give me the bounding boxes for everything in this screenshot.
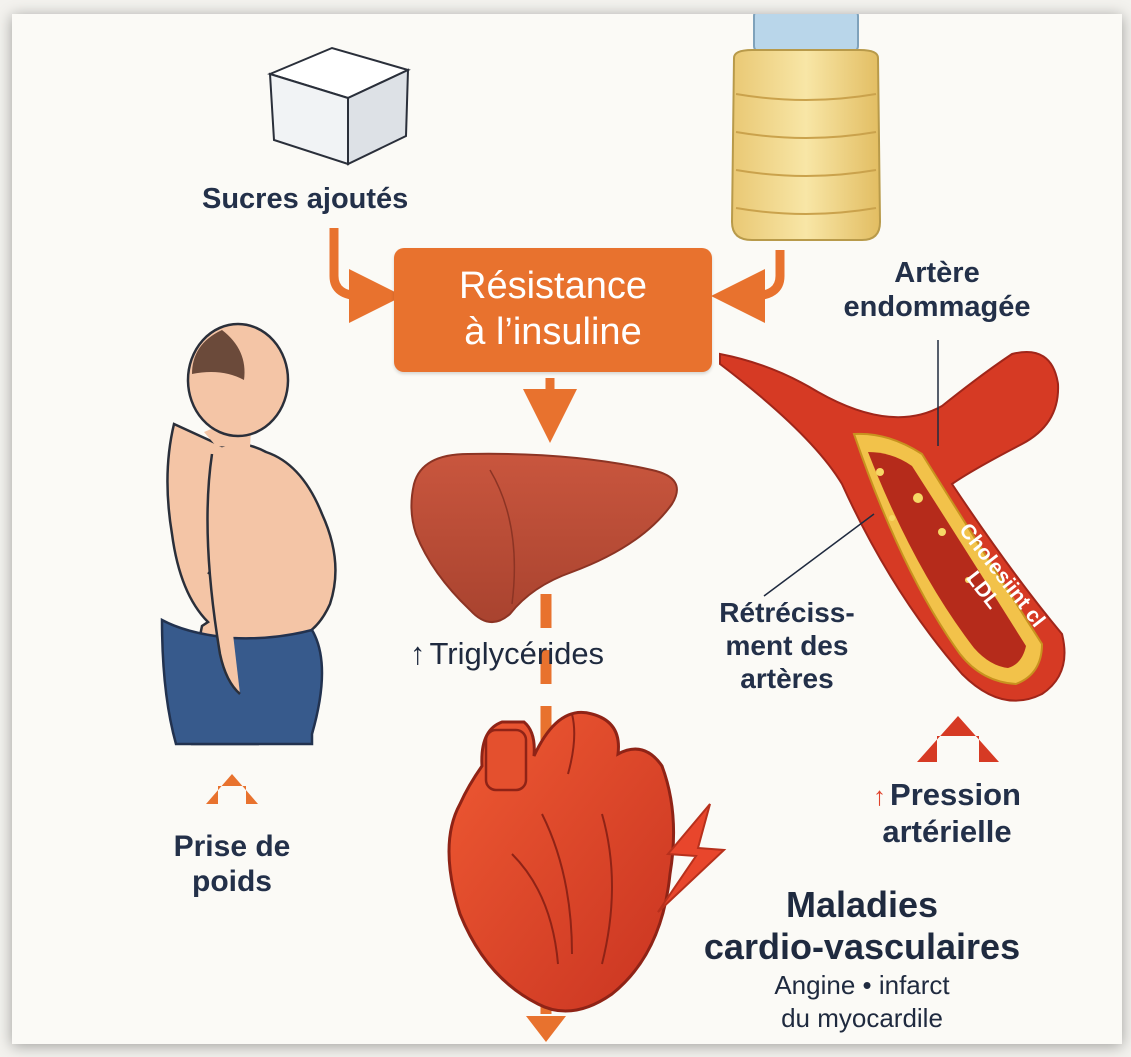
triglycerides-text: Triglycérides: [430, 636, 605, 671]
weight-line-1: Prise de: [132, 829, 332, 864]
pressure-line-1: Pression: [890, 777, 1021, 812]
heart-icon: [449, 712, 674, 1011]
cvd-title-line-2: cardio-vasculaires: [652, 926, 1072, 968]
leader-narrowing-label: [764, 514, 874, 596]
oil-bottle-icon: [732, 14, 880, 240]
narrowing-line-2: ment des: [692, 629, 882, 662]
sugar-label: Sucres ajoutés: [202, 182, 502, 216]
triglycerides-arrow: ↑: [410, 636, 426, 671]
weight-arrow-icon: [206, 774, 258, 804]
insulin-line-1: Résistance: [459, 264, 647, 310]
artery-title-line-1: Artère: [822, 256, 1052, 290]
arrow-to-bottom: [526, 1016, 566, 1042]
pressure-up-arrow: ↑: [873, 781, 886, 811]
pressure-label: ↑Pression artérielle: [832, 777, 1062, 850]
cvd-subtitle: Angine • infarct du myocardile: [702, 969, 1022, 1034]
artery-title-line-2: endommagée: [822, 290, 1052, 324]
arrow-oil-to-insulin: [738, 250, 780, 296]
weight-gain-label: Prise de poids: [132, 829, 332, 900]
cvd-title-line-1: Maladies: [652, 884, 1072, 926]
cvd-title: Maladies cardio-vasculaires: [652, 884, 1072, 969]
artery-title: Artère endommagée: [822, 256, 1052, 324]
pressure-line-2: artérielle: [832, 814, 1062, 851]
narrowing-label: Rétréciss- ment des artères: [692, 596, 882, 695]
insulin-resistance-box: Résistance à l’insuline: [394, 248, 712, 372]
narrowing-line-3: artères: [692, 662, 882, 695]
triglycerides-label: ↑Triglycérides: [410, 636, 710, 673]
insulin-line-2: à l’insuline: [464, 310, 641, 356]
cvd-sub-line-1: Angine • infarct: [702, 969, 1022, 1002]
pressure-arrow-icon: [917, 716, 999, 762]
sugar-cube-icon: [270, 48, 408, 164]
arrow-sugar-to-insulin: [334, 228, 376, 296]
narrowing-line-1: Rétréciss-: [692, 596, 882, 629]
weight-line-2: poids: [132, 864, 332, 899]
diagram-canvas: Sucres ajoutés Résistance à l’insuline A…: [12, 14, 1122, 1044]
cvd-sub-line-2: du myocardile: [702, 1002, 1022, 1035]
man-figure-icon: [162, 324, 335, 744]
